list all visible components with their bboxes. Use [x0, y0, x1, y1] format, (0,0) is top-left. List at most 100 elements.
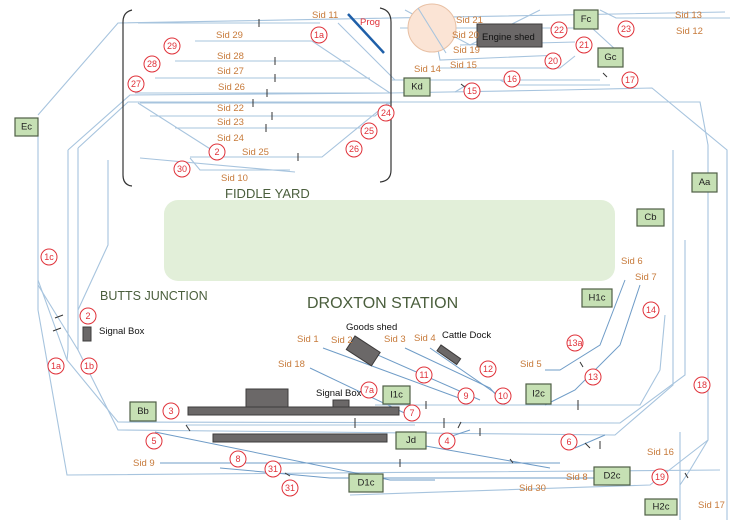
point-marker[interactable]: 6: [560, 433, 578, 451]
point-marker[interactable]: 11: [415, 366, 433, 384]
point-marker[interactable]: 31: [281, 479, 299, 497]
signal-box-junction: [82, 326, 92, 342]
siding-label: Sid 30: [519, 483, 546, 494]
point-marker[interactable]: 1c: [40, 248, 58, 266]
point-marker[interactable]: 14: [642, 301, 660, 319]
track: [375, 314, 666, 406]
track: [37, 11, 726, 116]
svg-text:D1c: D1c: [358, 478, 375, 489]
point-marker[interactable]: 4: [438, 432, 456, 450]
svg-text:13: 13: [588, 372, 598, 382]
track: [137, 102, 216, 153]
point-marker[interactable]: 20: [544, 52, 562, 70]
controller-box[interactable]: H2c: [644, 498, 678, 516]
svg-text:I1c: I1c: [390, 390, 403, 401]
controller-box[interactable]: D2c: [593, 466, 631, 486]
point-marker[interactable]: 28: [143, 55, 161, 73]
controller-box[interactable]: Cb: [636, 208, 665, 227]
controller-box[interactable]: I1c: [382, 385, 411, 405]
points: 29 28 27 1a 2 30 24 25 26 15 16 22 21 20…: [40, 20, 711, 497]
point-marker[interactable]: 13: [584, 368, 602, 386]
siding-label: Sid 23: [217, 117, 244, 128]
track: [599, 9, 730, 19]
controller-box[interactable]: Ec: [14, 117, 39, 137]
svg-text:I2c: I2c: [532, 389, 545, 400]
point-marker[interactable]: 8: [229, 450, 247, 468]
controller-box[interactable]: D1c: [348, 473, 384, 493]
point-marker[interactable]: 2: [208, 143, 226, 161]
point-marker[interactable]: 23: [617, 20, 635, 38]
point-marker[interactable]: 13a: [566, 334, 584, 352]
point-marker[interactable]: 10: [494, 387, 512, 405]
controller-box[interactable]: Jd: [395, 431, 427, 450]
controller-box[interactable]: Gc: [597, 47, 624, 68]
turntable: [407, 3, 457, 53]
siding-label: Sid 27: [217, 66, 244, 77]
signal-box-junction-label: Signal Box: [99, 326, 145, 337]
point-marker[interactable]: 2: [79, 307, 97, 325]
point-marker[interactable]: 7a: [360, 381, 378, 399]
controller-box[interactable]: Bb: [129, 401, 157, 422]
point-marker[interactable]: 1b: [80, 357, 98, 375]
svg-text:31: 31: [268, 464, 278, 474]
signal-box-station: [332, 399, 350, 408]
point-marker[interactable]: 5: [145, 432, 163, 450]
point-marker[interactable]: 7: [403, 404, 421, 422]
point-marker[interactable]: 16: [503, 70, 521, 88]
track: [66, 150, 686, 424]
controller-box[interactable]: Fc: [573, 9, 599, 30]
siding-label: Sid 10: [221, 173, 248, 184]
point-marker[interactable]: 1a: [47, 357, 65, 375]
cattle-dock-label: Cattle Dock: [442, 330, 491, 341]
point-marker[interactable]: 29: [163, 37, 181, 55]
track: [545, 279, 626, 371]
point-marker[interactable]: 9: [457, 387, 475, 405]
siding-label: Sid 22: [217, 103, 244, 114]
point-marker[interactable]: 27: [127, 75, 145, 93]
platform-upper: [187, 406, 400, 416]
siding-label: Sid 25: [242, 147, 269, 158]
svg-text:Cb: Cb: [644, 212, 656, 223]
point-marker[interactable]: 31: [264, 460, 282, 478]
siding-label: Sid 6: [621, 256, 643, 267]
controller-box[interactable]: Kd: [403, 77, 431, 97]
programming-track: [347, 13, 385, 54]
siding-label: Sid 11: [312, 10, 338, 21]
point-marker[interactable]: 30: [173, 160, 191, 178]
svg-text:1a: 1a: [51, 361, 61, 371]
point-marker[interactable]: 12: [479, 360, 497, 378]
svg-text:Jd: Jd: [406, 435, 416, 446]
cattle-dock: [436, 344, 462, 366]
point-marker[interactable]: 1a: [310, 26, 328, 44]
controller-box[interactable]: Aa: [691, 172, 718, 193]
svg-text:14: 14: [646, 305, 656, 315]
siding-label: Sid 15: [450, 60, 477, 71]
svg-text:26: 26: [349, 144, 359, 154]
controller-box[interactable]: I2c: [525, 383, 552, 405]
svg-text:D2c: D2c: [604, 471, 621, 482]
svg-text:18: 18: [697, 380, 707, 390]
siding-label: Sid 8: [566, 472, 588, 483]
svg-text:3: 3: [168, 406, 173, 416]
siding-label: Sid 18: [278, 359, 305, 370]
track: [150, 102, 391, 117]
siding-labels: Sid 11 Sid 29 Sid 28 Sid 27 Sid 26 Sid 2…: [133, 10, 725, 511]
point-marker[interactable]: 22: [550, 21, 568, 39]
point-marker[interactable]: 26: [345, 140, 363, 158]
siding-label: Sid 21: [456, 15, 483, 26]
point-marker[interactable]: 19: [651, 468, 669, 486]
goods-shed-label: Goods shed: [346, 322, 397, 333]
point-marker[interactable]: 18: [693, 376, 711, 394]
svg-text:Aa: Aa: [699, 177, 711, 188]
point-marker[interactable]: 3: [162, 402, 180, 420]
svg-text:6: 6: [566, 437, 571, 447]
point-marker[interactable]: 21: [575, 36, 593, 54]
point-marker[interactable]: 25: [360, 122, 378, 140]
point-marker[interactable]: 15: [463, 82, 481, 100]
svg-text:1b: 1b: [84, 361, 94, 371]
track: [544, 284, 641, 406]
controller-box[interactable]: H1c: [581, 288, 613, 308]
butts-junction-title: BUTTS JUNCTION: [100, 289, 208, 303]
point-marker[interactable]: 24: [377, 104, 395, 122]
point-marker[interactable]: 17: [621, 71, 639, 89]
